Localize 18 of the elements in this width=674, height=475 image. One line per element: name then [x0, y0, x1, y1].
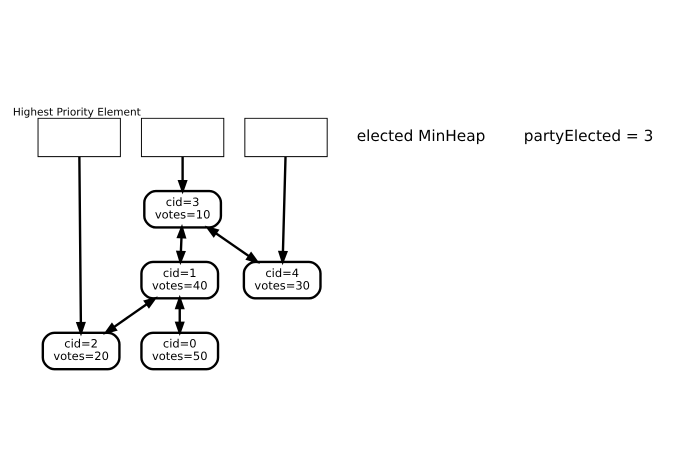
arrow [204, 225, 260, 264]
node-box: cid=4 votes=30 [242, 260, 322, 300]
arrow [103, 296, 158, 334]
label: elected MinHeap [356, 126, 486, 145]
node-box: cid=2 votes=20 [42, 331, 121, 370]
arrow [278, 156, 288, 265]
arrow [174, 294, 185, 336]
arrow [178, 156, 188, 194]
arrow [176, 224, 186, 265]
node-box: cid=0 votes=50 [140, 331, 220, 370]
node-box [38, 117, 121, 157]
node-label: Highest Priority Element [12, 106, 141, 118]
arrow [76, 156, 86, 336]
node-box: cid=3 votes=10 [143, 189, 222, 228]
node-box [244, 117, 328, 157]
label: partyElected = 3 [524, 126, 654, 145]
node-box [140, 117, 224, 157]
node-box: cid=1 votes=40 [140, 260, 220, 300]
